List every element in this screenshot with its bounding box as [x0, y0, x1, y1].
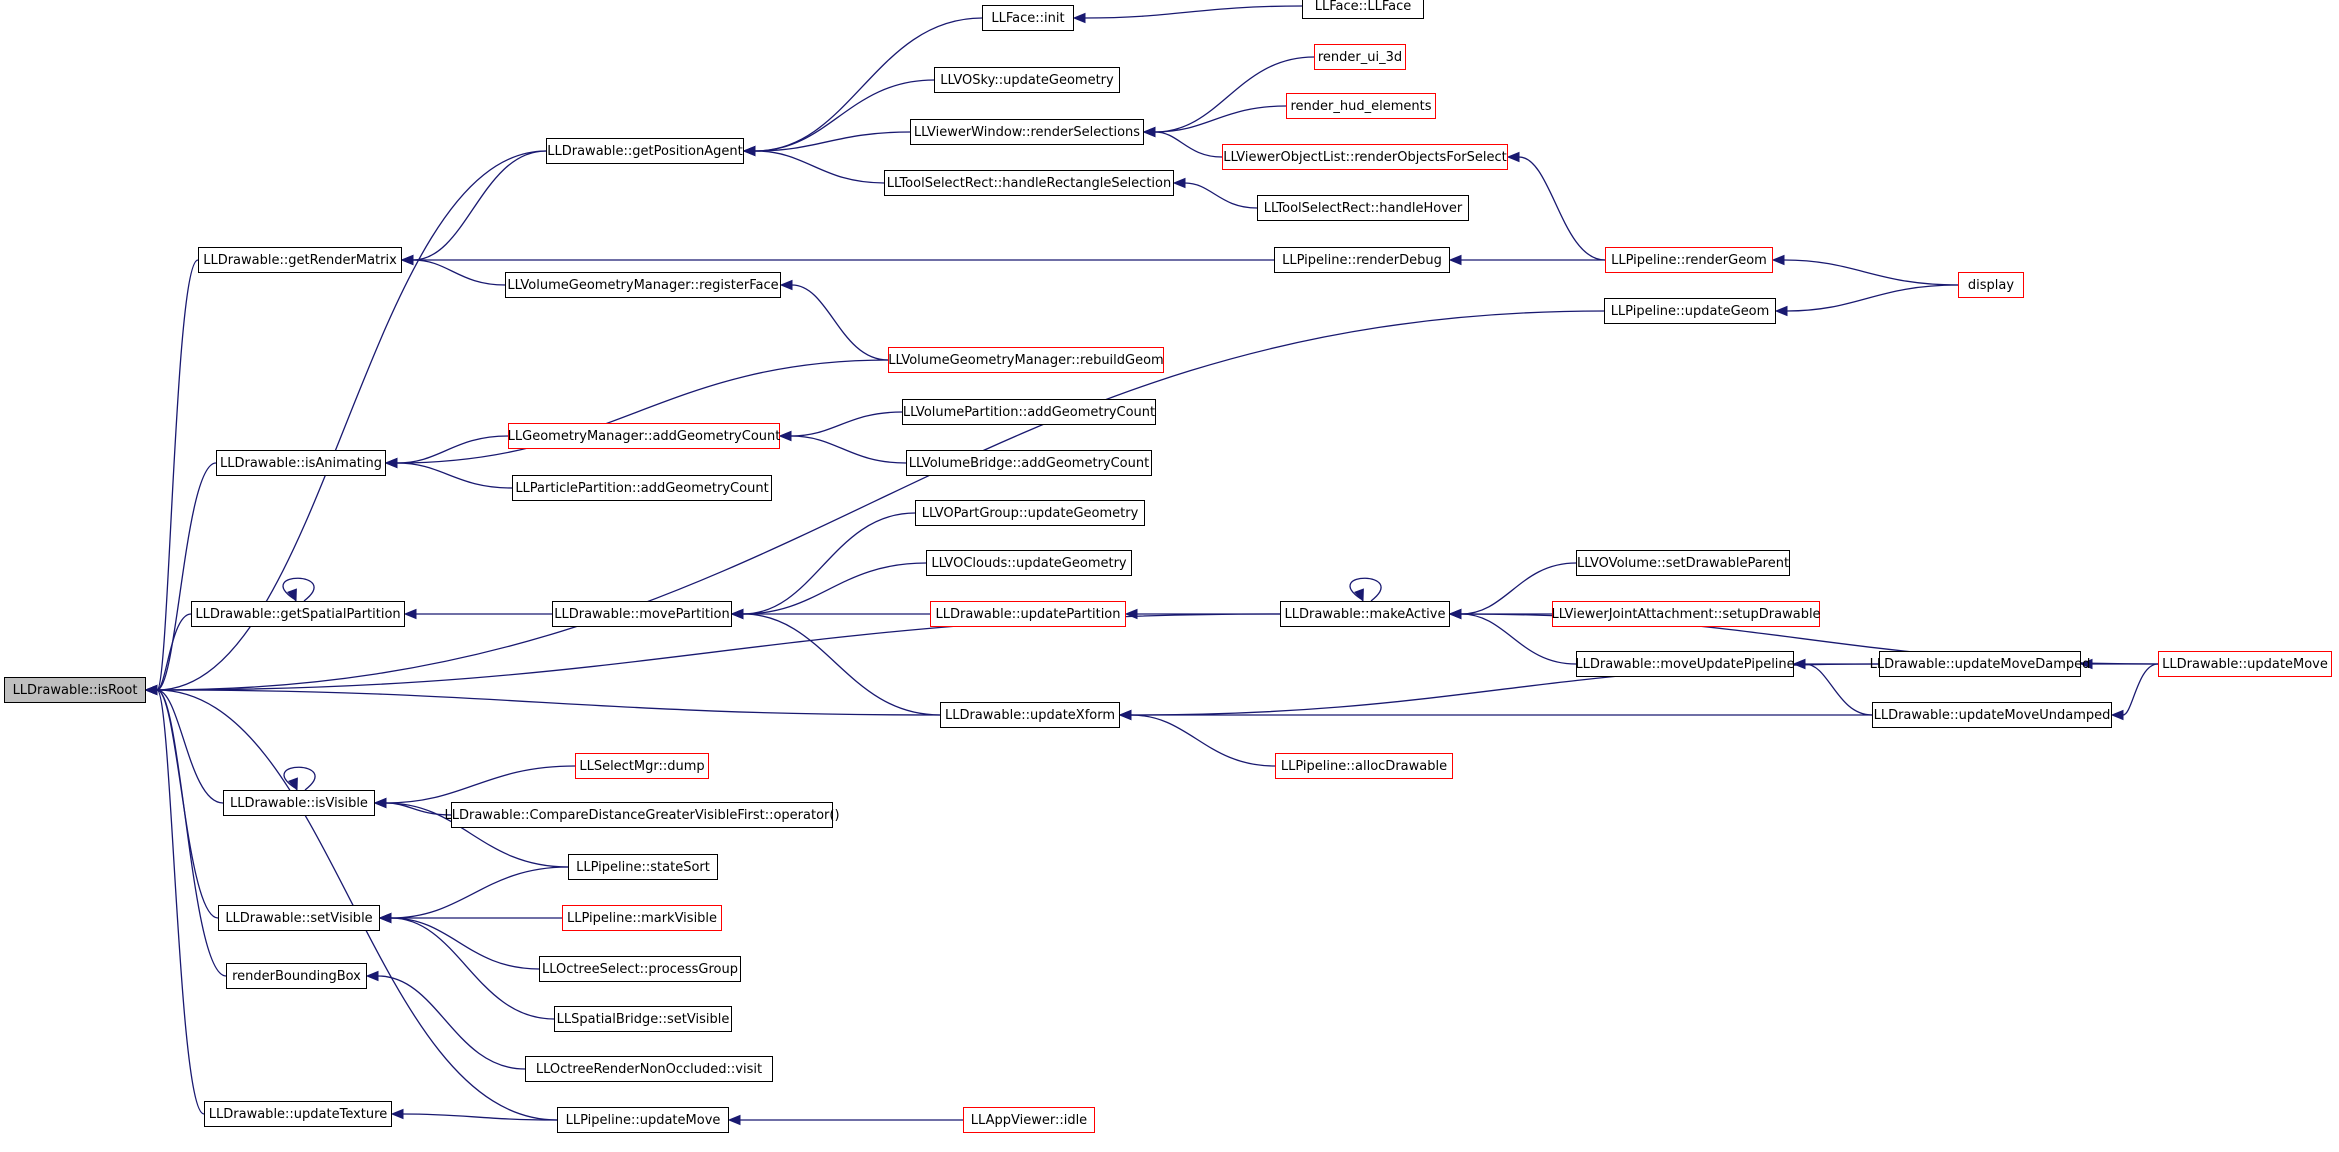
node-is-visible[interactable]: LLDrawable::isVisible: [223, 790, 375, 816]
node-sky-update-geom[interactable]: LLVOSky::updateGeometry: [934, 67, 1120, 93]
edge-registerFace-to-getRenderMatrix: [400, 254, 506, 286]
edge-updateMove-to-updateMoveUndamped: [2110, 663, 2159, 721]
node-vol-bridge-add-count[interactable]: LLVolumeBridge::addGeometryCount: [906, 450, 1152, 476]
node-render-selections[interactable]: LLViewerWindow::renderSelections: [910, 119, 1144, 145]
edge-pipeUpdateGeom-to-isRoot: [144, 310, 1605, 696]
node-get-position-agent[interactable]: LLDrawable::getPositionAgent: [546, 138, 744, 164]
node-set-drawable-parent[interactable]: LLVOVolume::setDrawableParent: [1576, 550, 1790, 576]
edge-stateSort-to-setVisible: [378, 866, 569, 924]
edge-getSpatialPartition-to-isRoot: [144, 613, 192, 696]
node-app-idle[interactable]: LLAppViewer::idle: [963, 1107, 1095, 1133]
edge-getRenderMatrix-to-isRoot: [144, 259, 199, 696]
node-render-debug[interactable]: LLPipeline::renderDebug: [1274, 247, 1450, 273]
edge-skyUpdateGeom-to-getPositionAgent: [742, 79, 935, 157]
edge-rebuildGeom-to-registerFace: [779, 279, 889, 361]
node-alloc-drawable[interactable]: LLPipeline::allocDrawable: [1275, 753, 1453, 779]
node-register-face[interactable]: LLVolumeGeometryManager::registerFace: [505, 272, 781, 298]
edge-renderGeom-to-renderObjectsForSelect: [1506, 151, 1606, 261]
edge-processGroup-to-setVisible: [378, 912, 540, 970]
edge-cloudsUpdateGeom-to-movePartition: [730, 562, 927, 620]
edge-rebuildGeom-to-isAnimating: [384, 359, 889, 469]
edge-display-to-pipeUpdateGeom: [1774, 284, 1959, 317]
node-render-bounding-box[interactable]: renderBoundingBox: [226, 963, 367, 989]
edge-renderObjectsForSelect-to-renderSelections: [1142, 126, 1223, 158]
node-mark-visible[interactable]: LLPipeline::markVisible: [562, 905, 722, 931]
edge-stateSort-to-isVisible: [373, 797, 569, 868]
edge-setVisible-to-isRoot: [144, 684, 219, 919]
node-spatial-set-visible[interactable]: LLSpatialBridge::setVisible: [554, 1006, 732, 1032]
node-process-group[interactable]: LLOctreeSelect::processGroup: [539, 956, 741, 982]
node-set-visible[interactable]: LLDrawable::setVisible: [218, 905, 380, 931]
edge-spatialSetVisible-to-setVisible: [378, 912, 555, 1020]
node-update-move[interactable]: LLDrawable::updateMove: [2158, 651, 2332, 677]
node-move-update-pipeline[interactable]: LLDrawable::moveUpdatePipeline: [1575, 651, 1795, 677]
node-update-partition[interactable]: LLDrawable::updatePartition: [930, 601, 1126, 627]
edge-octreeVisit-to-renderBoundingBox: [365, 970, 526, 1070]
edge-updateXform-to-movePartition: [730, 608, 941, 716]
edge-makeActive-to-makeActive: [1349, 577, 1382, 603]
node-pipe-update-geom[interactable]: LLPipeline::updateGeom: [1604, 298, 1776, 324]
node-get-spatial-partition[interactable]: LLDrawable::getSpatialPartition: [191, 601, 405, 627]
edge-renderDebug-to-getRenderMatrix: [400, 254, 1274, 266]
node-face-init[interactable]: LLFace::init: [982, 5, 1074, 31]
node-part-group-update-geom[interactable]: LLVOPartGroup::updateGeometry: [915, 500, 1145, 526]
edge-allocDrawable-to-updateXform: [1118, 709, 1276, 767]
node-render-ui3d[interactable]: render_ui_3d: [1314, 44, 1406, 70]
edge-updateMoveUndamped-to-moveUpdatePipeline: [1792, 658, 1873, 716]
node-octree-visit[interactable]: LLOctreeRenderNonOccluded::visit: [525, 1056, 773, 1082]
edge-isAnimating-to-isRoot: [144, 462, 217, 696]
node-particle-add-count[interactable]: LLParticlePartition::addGeometryCount: [512, 475, 772, 501]
node-geom-mgr-add-count[interactable]: LLGeometryManager::addGeometryCount: [508, 423, 780, 449]
node-setup-drawable[interactable]: LLViewerJointAttachment::setupDrawable: [1551, 601, 1821, 627]
node-update-move-damped[interactable]: LLDrawable::updateMoveDamped: [1870, 651, 2090, 677]
node-move-partition[interactable]: LLDrawable::movePartition: [552, 601, 732, 627]
node-compare-dist[interactable]: LLDrawable::CompareDistanceGreaterVisibl…: [445, 802, 840, 828]
edge-updateMoveUndamped-to-updateXform: [1118, 709, 1872, 721]
edge-getPositionAgent-to-getRenderMatrix: [400, 150, 547, 266]
node-vol-part-add-count[interactable]: LLVolumePartition::addGeometryCount: [902, 399, 1156, 425]
node-handle-rect-sel[interactable]: LLToolSelectRect::handleRectangleSelecti…: [884, 170, 1174, 196]
node-render-objects-for-select[interactable]: LLViewerObjectList::renderObjectsForSele…: [1222, 144, 1508, 170]
edge-isVisible-to-isRoot: [144, 684, 224, 804]
edge-makeActive-to-updatePartition: [1124, 608, 1281, 620]
edge-handleRectSel-to-getPositionAgent: [742, 145, 885, 184]
edge-getSpatialPartition-to-getSpatialPartition: [282, 577, 315, 603]
node-update-move-undamped[interactable]: LLDrawable::updateMoveUndamped: [1872, 702, 2112, 728]
edge-volBridgeAddCount-to-geomMgrAddCount: [778, 430, 907, 464]
edge-display-to-renderGeom: [1771, 254, 1959, 286]
edge-partGroupUpdateGeom-to-movePartition: [730, 512, 916, 620]
node-clouds-update-geom[interactable]: LLVOClouds::updateGeometry: [926, 550, 1132, 576]
node-select-mgr-dump[interactable]: LLSelectMgr::dump: [575, 753, 709, 779]
node-render-hud[interactable]: render_hud_elements: [1286, 93, 1436, 119]
edge-renderGeom-to-renderDebug: [1448, 254, 1605, 266]
node-update-texture[interactable]: LLDrawable::updateTexture: [204, 1101, 392, 1127]
node-display[interactable]: display: [1958, 272, 2024, 298]
edge-updateXform-to-isRoot: [144, 684, 941, 716]
edge-renderBoundingBox-to-isRoot: [144, 684, 227, 977]
edge-pipeUpdateMove-to-updateTexture: [390, 1108, 558, 1121]
edge-markVisible-to-setVisible: [378, 912, 562, 924]
node-is-root[interactable]: LLDrawable::isRoot: [4, 677, 146, 703]
node-update-xform[interactable]: LLDrawable::updateXform: [940, 702, 1120, 728]
edge-handleHover-to-handleRectSel: [1172, 177, 1258, 209]
edge-faceCtor-to-faceInit: [1072, 5, 1303, 24]
edge-renderHud-to-renderSelections: [1142, 105, 1287, 138]
edge-pipeUpdateMove-to-isRoot: [144, 684, 558, 1121]
node-state-sort[interactable]: LLPipeline::stateSort: [568, 854, 718, 880]
node-face-ctor[interactable]: LLFace::LLFace: [1302, 0, 1424, 19]
edge-updateMove-to-updateMoveDamped: [2079, 658, 2158, 670]
node-is-animating[interactable]: LLDrawable::isAnimating: [216, 450, 386, 476]
edge-isVisible-to-isVisible: [283, 766, 316, 792]
edge-particleAddCount-to-isAnimating: [384, 457, 513, 489]
node-make-active[interactable]: LLDrawable::makeActive: [1280, 601, 1450, 627]
node-get-render-matrix[interactable]: LLDrawable::getRenderMatrix: [198, 247, 402, 273]
node-render-geom[interactable]: LLPipeline::renderGeom: [1605, 247, 1773, 273]
edge-movePartition-to-getSpatialPartition: [403, 608, 553, 620]
node-handle-hover[interactable]: LLToolSelectRect::handleHover: [1257, 195, 1469, 221]
call-edges: [144, 5, 2159, 1126]
node-rebuild-geom[interactable]: LLVolumeGeometryManager::rebuildGeom: [888, 347, 1164, 373]
node-pipe-update-move[interactable]: LLPipeline::updateMove: [557, 1107, 729, 1133]
edge-appIdle-to-pipeUpdateMove: [727, 1114, 963, 1126]
